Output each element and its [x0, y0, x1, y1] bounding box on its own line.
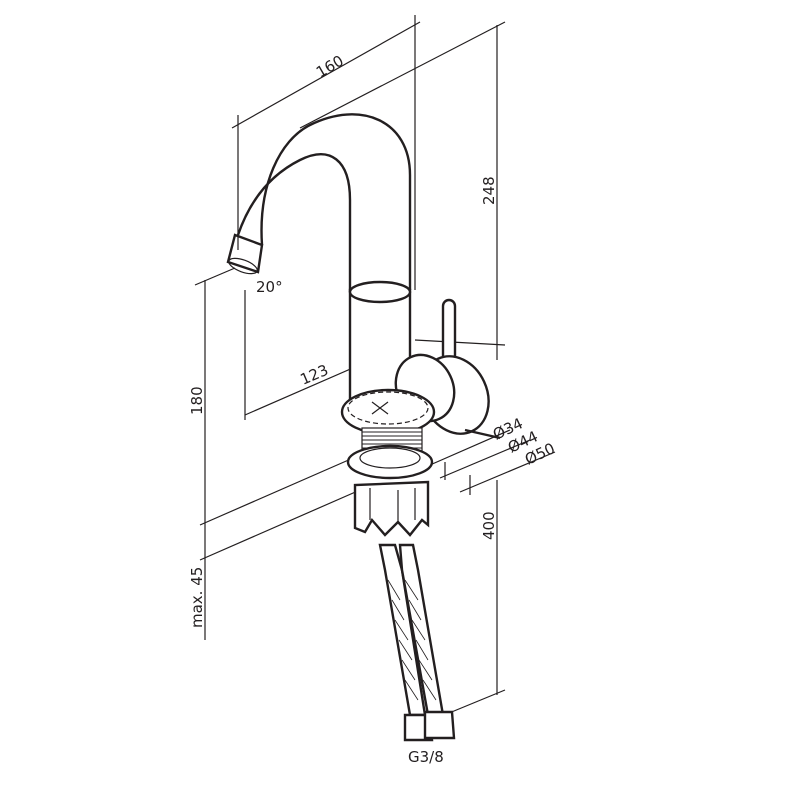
dim-123: 123 — [298, 361, 331, 389]
base-and-mounting — [340, 388, 436, 537]
dim-180: 180 — [188, 386, 206, 415]
dim-248: 248 — [480, 176, 498, 205]
dim-400: 400 — [480, 511, 498, 540]
dim-max-45: max. 45 — [188, 567, 206, 628]
dim-g3-8: G3/8 — [408, 748, 444, 766]
dim-20-degree: 20° — [256, 278, 283, 296]
dim-160: 160 — [313, 52, 347, 82]
supply-hoses — [378, 543, 456, 742]
dimension-lines — [194, 15, 556, 726]
spout — [226, 113, 412, 292]
